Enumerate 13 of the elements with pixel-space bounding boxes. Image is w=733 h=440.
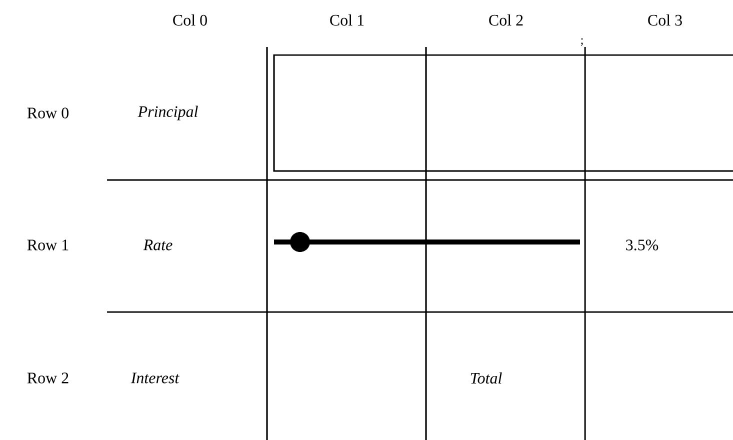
row-header: Row 1: [27, 240, 68, 250]
column-header: Col 1: [330, 14, 364, 26]
row-header: Row 0: [27, 108, 68, 118]
field-label: Total: [470, 372, 502, 384]
column-header: Col 0: [173, 14, 207, 26]
column-header: Col 3: [648, 14, 682, 26]
field-label: Rate: [143, 240, 172, 250]
row-header: Row 2: [27, 372, 68, 384]
value-label: 3.5%: [626, 240, 658, 250]
column-header: Col 2: [489, 14, 523, 26]
field-label: Principal: [138, 106, 198, 120]
field-label: Interest: [130, 372, 180, 384]
punctuation-mark: ;: [580, 38, 583, 46]
